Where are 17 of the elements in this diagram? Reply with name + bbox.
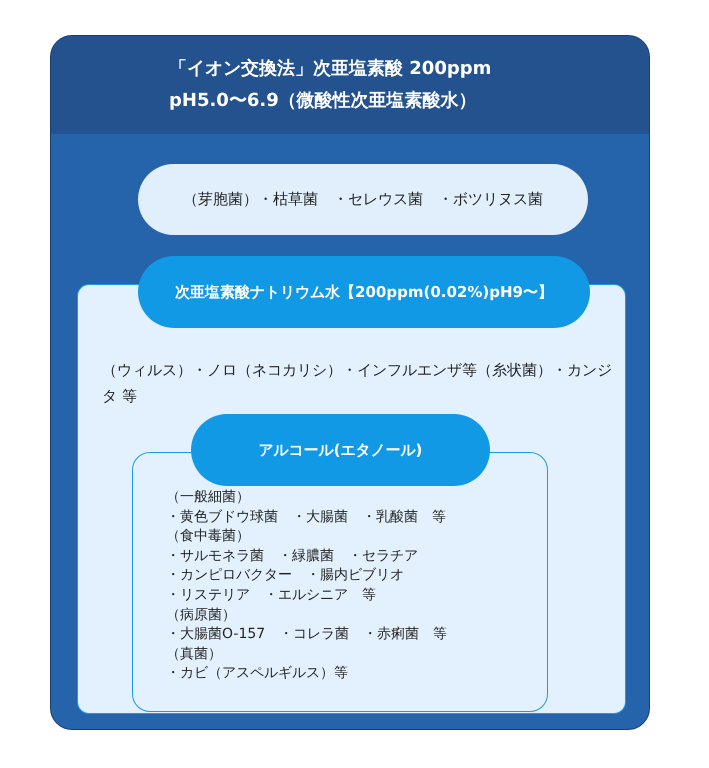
outer-frame [50, 35, 650, 730]
list-line: （真菌） [166, 644, 222, 664]
list-line: ・リステリア ・エルシニア 等 [166, 586, 376, 605]
list-line: （一般細菌） [166, 488, 250, 507]
list-line: （病原菌） [166, 606, 236, 625]
label-text: （芽胞菌）・枯草菌 ・セレウス菌 ・ボツリヌス菌 [183, 190, 543, 209]
category-panel [77, 284, 626, 714]
body-text: （ウィルス）・ノロ（ネコカリシ）・インフルエンザ等（糸状菌）・カンジタ 等 [102, 360, 612, 407]
list-line: ・カンピロバクター ・腸内ビブリオ [166, 566, 404, 586]
heading-text: 次亜塩素酸ナトリウム水【200ppm(0.02%)pH9〜】 [175, 282, 553, 302]
list-line: ・カビ（アスペルギルス）等 [166, 664, 348, 684]
list-line: （食中毒菌） [166, 527, 250, 546]
heading-band: 「イオン交換法」次亜塩素酸 200ppm pH5.0〜6.9（微酸性次亜塩素酸水） [51, 36, 649, 134]
heading-text: アルコール(エタノール) [258, 440, 422, 460]
list-line: ・大腸菌O-157 ・コレラ菌 ・赤痢菌 等 [166, 625, 448, 644]
list-line: ・黄色ブドウ球菌 ・大腸菌 ・乳酸菌 等 [166, 508, 446, 527]
list-line: ・サルモネラ菌 ・緑膿菌 ・セラチア [166, 546, 418, 566]
